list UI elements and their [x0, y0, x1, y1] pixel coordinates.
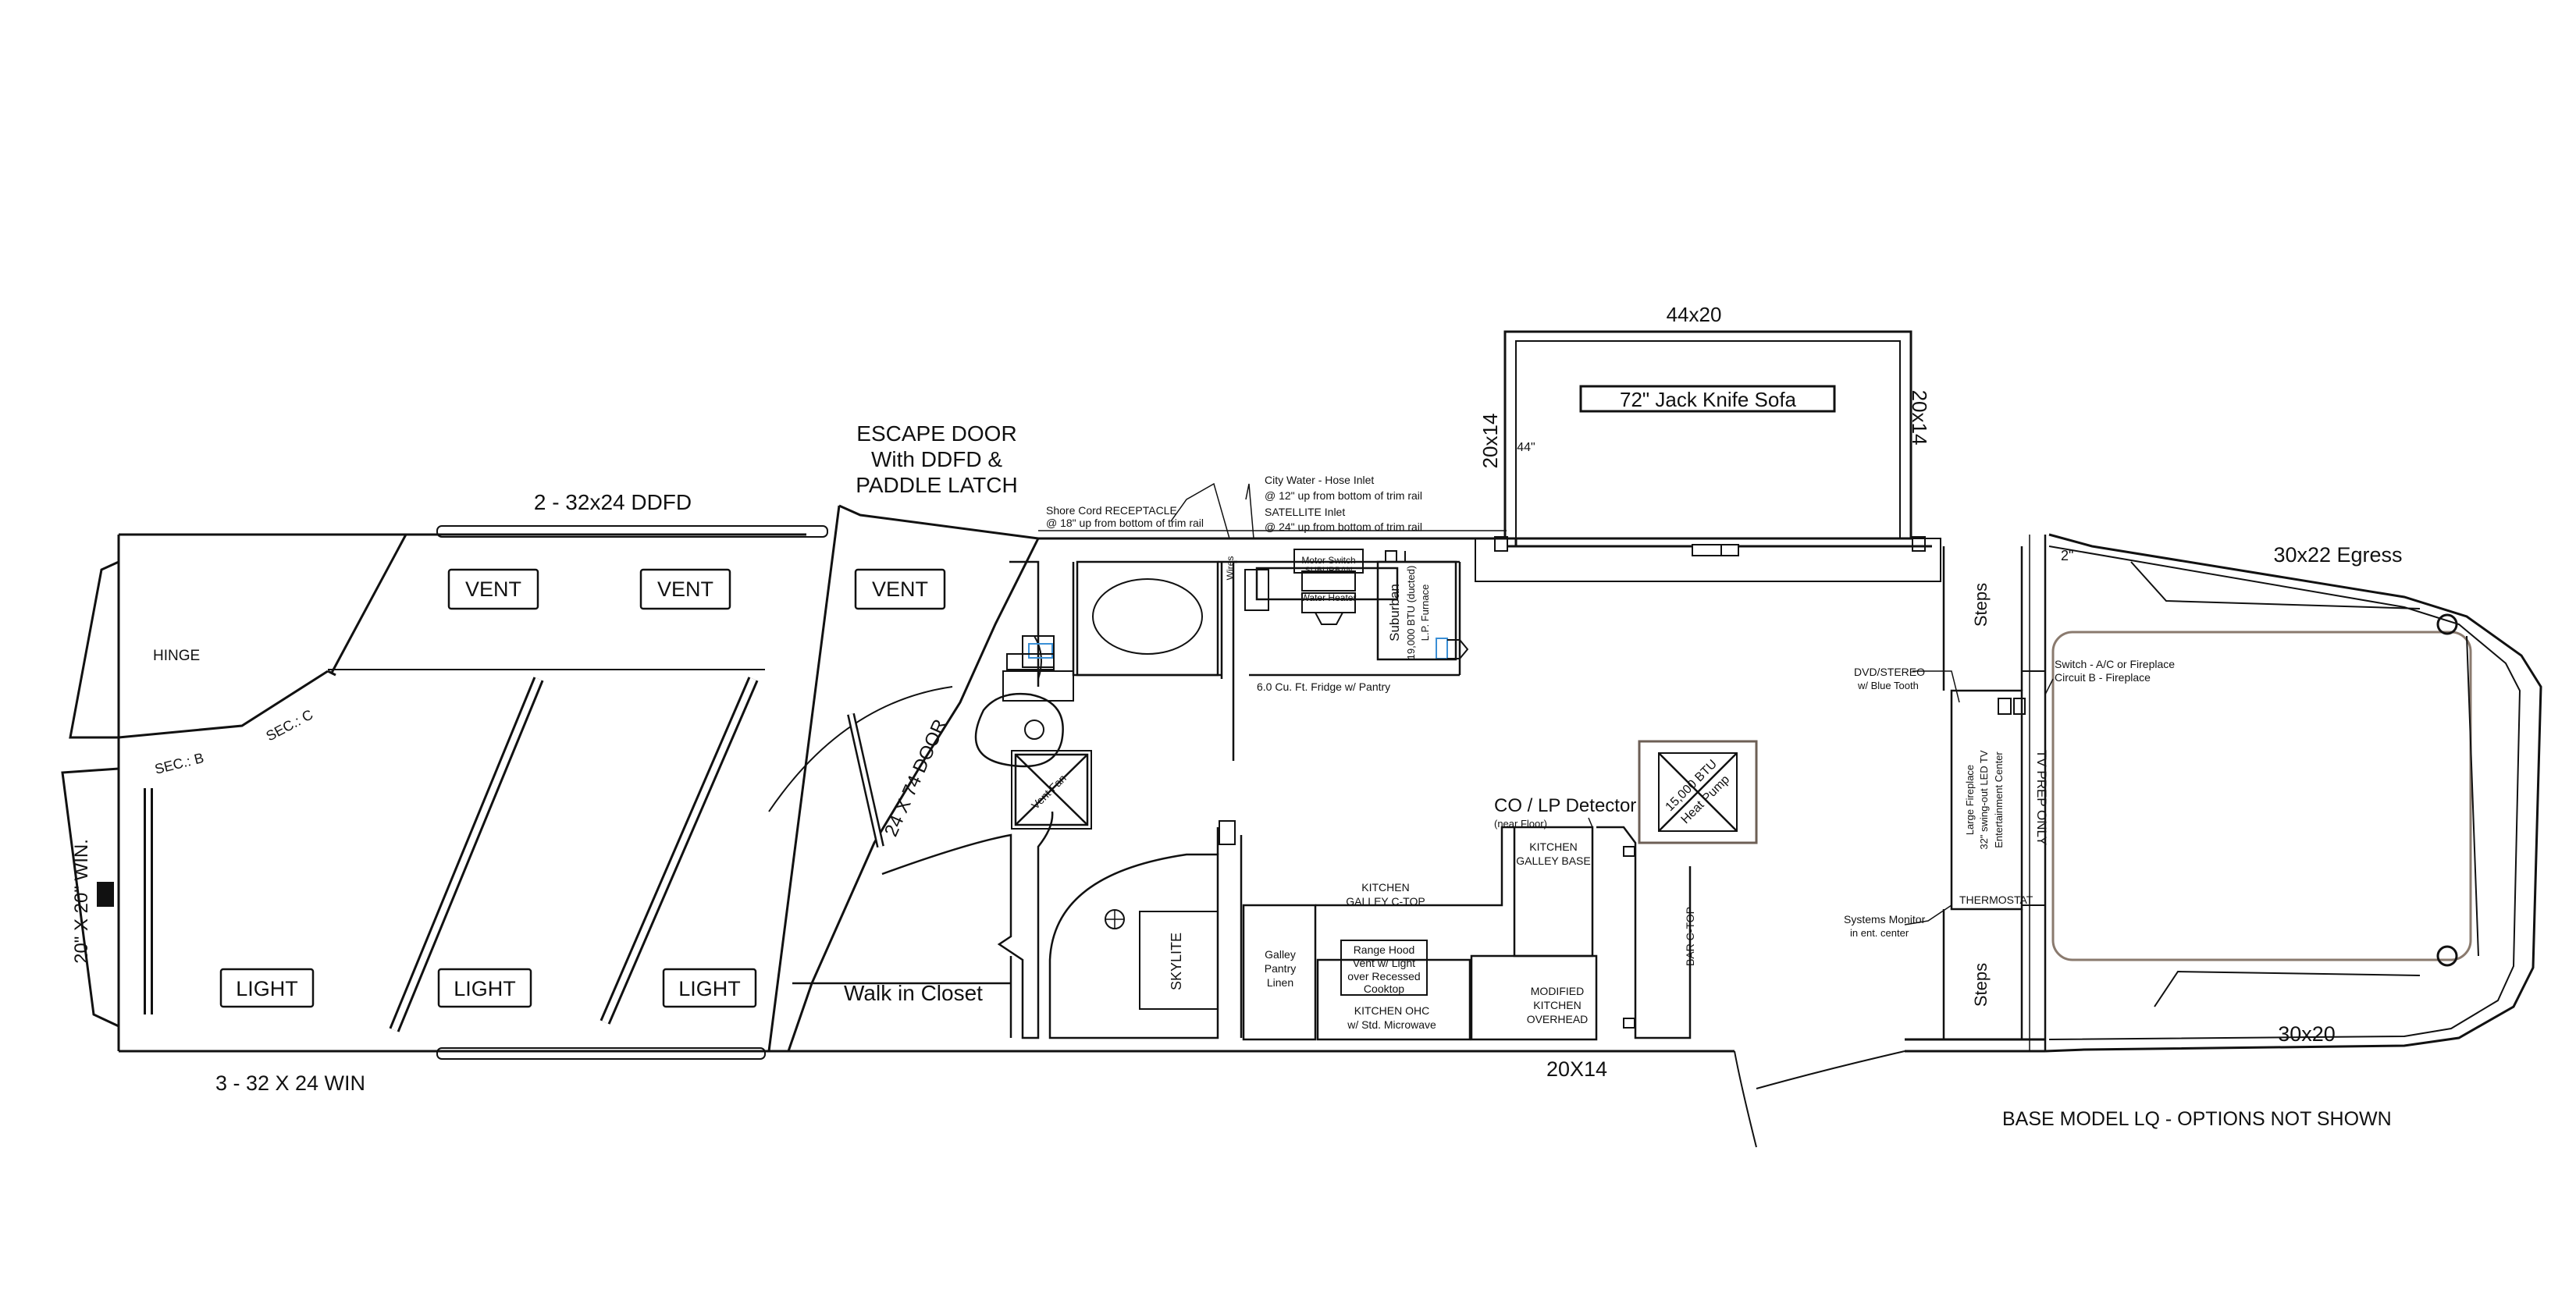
label-boxes — [219, 568, 946, 1008]
galley-line3: Linen — [1267, 976, 1293, 989]
sec-b-label: SEC.: B — [153, 750, 205, 777]
hood-line3: over Recessed — [1347, 970, 1420, 982]
furnace-line2: 19,000 BTU (ducted) — [1405, 566, 1417, 660]
shore-cord-line1: Shore Cord RECEPTACLE — [1046, 504, 1177, 517]
galley-line1: Galley — [1265, 948, 1296, 961]
thermostat-label: THERMOSTAT — [1959, 894, 2033, 906]
walk-closet-label: Walk in Closet — [844, 981, 983, 1005]
vent-label-1: VENT — [465, 577, 521, 601]
city-water-line2: @ 12" up from bottom of trim rail — [1265, 489, 1422, 502]
co-lp-label: CO / LP Detector — [1494, 795, 1636, 816]
kitchen-ctop-line2: GALLEY C-TOP — [1346, 895, 1425, 908]
galley-line2: Pantry — [1265, 962, 1296, 975]
ent-line3: Entertainment Center — [1993, 751, 2005, 848]
vent-label-2: VENT — [657, 577, 713, 601]
outer-walls — [765, 530, 2542, 1148]
city-water-line1: City Water - Hose Inlet — [1265, 474, 1374, 486]
motor-switch-label: Motor Switch — [1301, 555, 1355, 566]
dvd-line2: w/ Blue Tooth — [1857, 680, 1919, 691]
kitchen-ctop-line1: KITCHEN — [1361, 881, 1409, 894]
furnace-line1: Suburban — [1387, 584, 1402, 641]
light-label-2: LIGHT — [454, 977, 516, 1000]
light-label-3: LIGHT — [678, 977, 741, 1000]
kgb-line2: GALLEY BASE — [1516, 855, 1590, 867]
suburban-small-label: SUBURBAN — [1304, 566, 1352, 575]
dim-top-label: 44x20 — [1667, 303, 1722, 326]
kgb-line1: KITCHEN — [1529, 840, 1577, 853]
skylite-label: SKYLITE — [1169, 933, 1184, 990]
satellite-line1: SATELLITE Inlet — [1265, 506, 1345, 518]
fridge-label: 6.0 Cu. Ft. Fridge w/ Pantry — [1257, 680, 1390, 693]
systems-line1: Systems Monitor — [1844, 913, 1926, 926]
horse-area — [61, 504, 1040, 1060]
escape-door-line2: With DDFD & — [871, 447, 1002, 471]
slide-out-top — [1475, 330, 1941, 582]
wires-label: Wires — [1225, 556, 1236, 581]
escape-door-line1: ESCAPE DOOR — [856, 421, 1016, 446]
steps-top-label: Steps — [1971, 583, 1991, 627]
vent-fan-label: Vent Fan — [1029, 772, 1069, 812]
egress-label: 30x22 Egress — [2273, 543, 2402, 567]
sofa-label: 72" Jack Knife Sofa — [1620, 388, 1797, 411]
sec-c-label: SEC.: C — [263, 706, 315, 744]
hood-line2: Vent w/ Light — [1353, 957, 1415, 969]
slide-left-dim: 20x14 — [1478, 414, 1502, 469]
hood-line1: Range Hood — [1354, 943, 1415, 956]
door-74-label: 24 X 74 DOOR — [881, 716, 951, 840]
switch-line1: Switch - A/C or Fireplace — [2055, 658, 2175, 670]
satellite-line2: @ 24" up from bottom of trim rail — [1265, 521, 1422, 533]
systems-line2: in ent. center — [1850, 927, 1909, 939]
win-20-label: 20" X 20" WIN. — [71, 839, 92, 964]
dim-44-label: 44" — [1517, 441, 1535, 454]
tv-prep-label: TV PREP ONLY — [2034, 750, 2049, 845]
shore-cord-line2: @ 18" up from bottom of trim rail — [1046, 517, 1204, 529]
mod-line2: KITCHEN — [1533, 999, 1581, 1011]
base-model-note: BASE MODEL LQ - OPTIONS NOT SHOWN — [2002, 1108, 2392, 1130]
ent-line1: Large Fireplace — [1964, 765, 1976, 835]
mod-line1: MODIFIED — [1531, 985, 1584, 997]
lq-interior — [792, 482, 2479, 1051]
near-floor-label: (near Floor) — [1494, 818, 1547, 830]
dvd-line1: DVD/STEREO — [1854, 666, 1925, 678]
win-bottom-label: 3 - 32 X 24 WIN — [215, 1071, 365, 1095]
slide-right-dim: 20x14 — [1908, 390, 1931, 446]
ent-line2: 32" swing-out LED TV — [1978, 750, 1990, 850]
hinge-label: HINGE — [153, 648, 200, 664]
ohc-line2: w/ Std. Microwave — [1347, 1018, 1436, 1031]
dim-30x20-label: 30x20 — [2278, 1022, 2336, 1046]
steps-bottom-label: Steps — [1971, 963, 1991, 1007]
ohc-line1: KITCHEN OHC — [1354, 1004, 1429, 1017]
switch-line2: Circuit B - Fireplace — [2055, 671, 2151, 684]
dim-bottom-slide: 20X14 — [1546, 1057, 1607, 1081]
mod-line3: OVERHEAD — [1527, 1013, 1589, 1025]
bar-ctop-label: BAR C-TOP — [1684, 907, 1696, 966]
escape-door-line3: PADDLE LATCH — [856, 473, 1017, 497]
furnace-line3: L.P. Furnace — [1419, 584, 1431, 641]
light-label-1: LIGHT — [236, 977, 298, 1000]
dim-2-label: 2" — [2061, 548, 2073, 563]
water-heater-label: Water Heater — [1301, 592, 1357, 603]
hood-line4: Cooktop — [1364, 982, 1404, 995]
ddfd-label: 2 - 32x24 DDFD — [534, 490, 692, 514]
vent-label-3: VENT — [872, 577, 928, 601]
